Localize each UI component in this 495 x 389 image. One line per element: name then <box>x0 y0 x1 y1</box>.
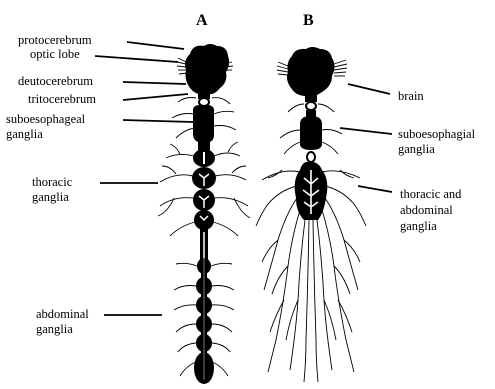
label-tritocerebrum: tritocerebrum <box>28 92 96 106</box>
leader-suboesophageal <box>123 120 193 122</box>
suboesophagial-ganglion-b <box>300 116 322 150</box>
label-suboesophageal-2: ganglia <box>6 127 43 141</box>
panel-label-b: B <box>303 12 314 29</box>
leader-thoracic-abdominal <box>358 186 392 192</box>
label-suboesophagial-2: ganglia <box>398 142 435 156</box>
label-suboesophagial-1: suboesophagial <box>398 127 476 141</box>
label-suboesophageal-1: suboesophageal <box>6 112 86 126</box>
optic-lobe-b-left <box>277 62 288 75</box>
suboesophageal-ganglion-a <box>193 105 214 143</box>
label-thoracic-2: ganglia <box>32 190 69 204</box>
label-optic-lobe: optic lobe <box>30 47 80 61</box>
leader-deutocerebrum <box>123 82 186 84</box>
label-brain: brain <box>398 89 424 103</box>
leader-brain <box>348 84 390 94</box>
panel-label-a: A <box>196 12 208 29</box>
label-abdominal-2: ganglia <box>36 322 73 336</box>
leader-tritocerebrum <box>123 94 188 100</box>
label-thoracic-abdominal-1: thoracic and <box>400 187 462 201</box>
brain-a <box>185 44 229 94</box>
panel-b-nerve-cord <box>256 47 366 382</box>
optic-lobe-b-right <box>334 60 347 76</box>
label-deutocerebrum: deutocerebrum <box>18 74 93 88</box>
label-thoracic-1: thoracic <box>32 175 73 189</box>
leader-suboesophagial <box>340 128 392 134</box>
brain-b <box>287 47 335 97</box>
leader-optic-lobe <box>95 56 178 62</box>
leader-protocerebrum <box>127 42 184 49</box>
label-thoracic-abdominal-3: ganglia <box>400 219 437 233</box>
label-protocerebrum: protocerebrum <box>18 33 92 47</box>
label-thoracic-abdominal-2: abdominal <box>400 203 453 217</box>
label-abdominal-1: abdominal <box>36 307 89 321</box>
